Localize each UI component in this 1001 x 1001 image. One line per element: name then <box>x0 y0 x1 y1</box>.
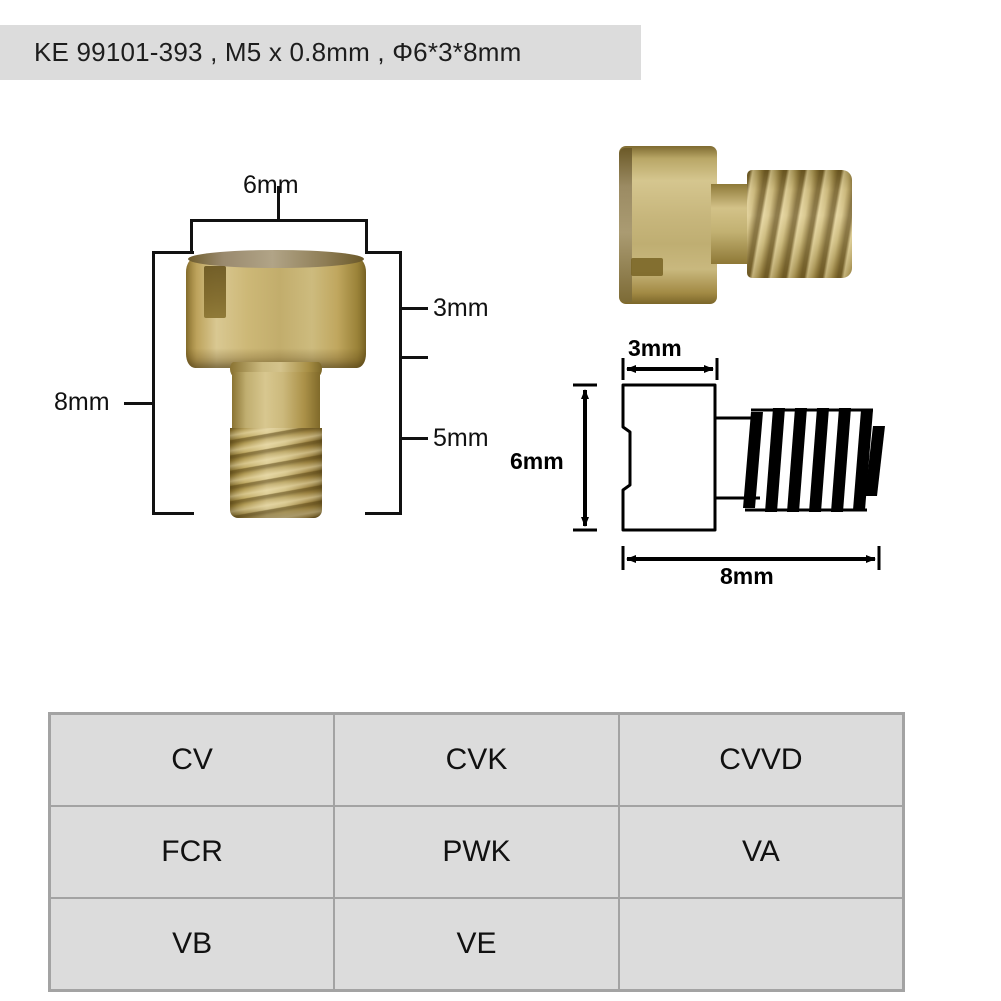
cad-line-drawing: 3mm 6mm 8mm <box>510 330 905 590</box>
table-cell[interactable]: FCR <box>48 805 336 899</box>
table-cell[interactable]: CVK <box>333 712 620 807</box>
cad-label-8mm: 8mm <box>720 563 774 589</box>
jet-thread <box>230 428 322 518</box>
jet-head-side-rim <box>619 148 632 302</box>
table-cell[interactable]: CVVD <box>617 712 905 807</box>
cad-svg <box>573 358 885 570</box>
dim-6mm-bracket-top <box>190 219 368 222</box>
dim-right-vertical <box>399 251 402 515</box>
dim-right-bottom-arm <box>365 512 402 515</box>
dim-label-8mm: 8mm <box>54 388 110 416</box>
jet-shank <box>232 372 320 430</box>
page-title: KE 99101-393 , M5 x 0.8mm , Φ6*3*8mm <box>34 37 522 67</box>
table-cell[interactable]: VB <box>48 897 336 992</box>
table-cell[interactable]: PWK <box>333 805 620 899</box>
dim-8mm-tick <box>124 402 152 405</box>
cad-head-outline <box>621 383 717 532</box>
table-row: VB VE <box>48 897 905 992</box>
table-cell[interactable]: VE <box>333 897 620 992</box>
jet-head-top-rim <box>188 250 364 268</box>
dim-6mm-bracket-right <box>365 219 368 254</box>
dim-divider-tick <box>402 356 428 359</box>
table-cell[interactable]: CV <box>48 712 336 807</box>
dim-right-top-arm <box>365 251 402 254</box>
jet-head-notch <box>204 266 226 318</box>
cad-label-6mm: 6mm <box>510 448 564 474</box>
dim-8mm-bottom-arm <box>152 512 194 515</box>
dim-8mm-top-arm <box>152 251 194 254</box>
dim-label-3mm: 3mm <box>433 294 489 322</box>
compatibility-table: CV CVK CVVD FCR PWK VA VB VE <box>48 712 905 992</box>
table-row: CV CVK CVVD <box>48 712 905 807</box>
cad-label-3mm: 3mm <box>628 335 682 361</box>
dim-6mm-bracket-left <box>190 219 193 254</box>
brass-jet-photo-vertical <box>186 250 366 518</box>
dim-8mm-vertical <box>152 251 155 515</box>
dim-label-5mm: 5mm <box>433 424 489 452</box>
table-cell-empty[interactable] <box>617 897 905 992</box>
dim-label-6mm: 6mm <box>243 171 299 199</box>
header-banner: KE 99101-393 , M5 x 0.8mm , Φ6*3*8mm <box>0 25 641 80</box>
jet-head-side-notch <box>631 258 663 276</box>
table-cell[interactable]: VA <box>617 805 905 899</box>
jet-head-side <box>619 146 717 304</box>
brass-jet-photo-side <box>619 140 852 308</box>
table-row: FCR PWK VA <box>48 805 905 899</box>
compatibility-table-body: CV CVK CVVD FCR PWK VA VB VE <box>48 712 905 992</box>
cad-thread-group <box>743 408 885 512</box>
dim-6mm-leader <box>277 186 280 220</box>
jet-thread-side <box>747 170 852 278</box>
dim-5mm-tick <box>402 437 428 440</box>
dim-3mm-tick <box>402 307 428 310</box>
